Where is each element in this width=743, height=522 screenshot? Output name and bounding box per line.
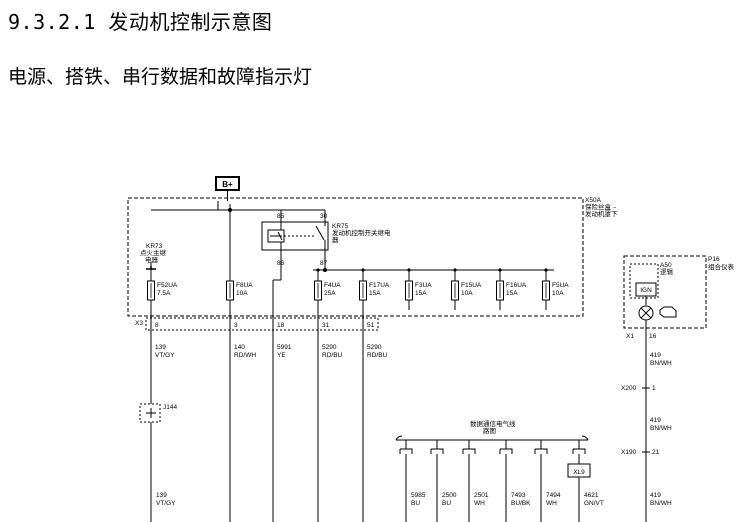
data-comm-name2: 路图 xyxy=(483,426,496,435)
right-wire-circuit: 419 xyxy=(650,417,661,424)
fuse-rating: 10A xyxy=(461,290,473,297)
cluster-sub-name: 逻辑 xyxy=(660,267,674,276)
cluster-name: 组合仪表 xyxy=(708,262,735,271)
wire-color: VT/GY xyxy=(155,352,175,359)
fuse-group: F52UA7.5AF8UA10AF4UA25AF17UA15AF3UA15AF1… xyxy=(147,262,569,310)
data-connector xyxy=(572,448,586,454)
data-wire-circuit: 5985 xyxy=(411,492,426,499)
fuse-id: F4UA xyxy=(324,282,341,289)
data-wire-color: WH xyxy=(546,500,557,507)
relay-ignition-name2: 电器 xyxy=(145,255,159,264)
cluster-ign: IGN xyxy=(640,287,652,294)
connector-x3 xyxy=(145,317,379,331)
wire-circuit: 5991 xyxy=(277,344,292,351)
fuse-rating: 10A xyxy=(236,290,248,297)
right-wire-color: BN/WH xyxy=(650,360,672,367)
fuse-rating: 25A xyxy=(324,290,336,297)
underhood-fuse-box xyxy=(127,197,584,317)
fuse-rating: 15A xyxy=(506,290,518,297)
data-comm-name: 数据通信电气线 xyxy=(470,419,516,428)
wire-circuit: 140 xyxy=(234,344,245,351)
battery-label: B+ xyxy=(222,180,233,189)
wire-circuit: 5290 xyxy=(322,344,337,351)
relay-ecm-pin87: 87 xyxy=(320,260,328,267)
xl9-label: XL9 xyxy=(573,469,585,476)
fuse-id: F52UA xyxy=(157,282,178,289)
connector-x190-id: X190 xyxy=(621,449,637,456)
cluster-sub-id: A50 xyxy=(660,262,672,269)
section-title: 9.3.2.1 发动机控制示意图 xyxy=(8,10,273,34)
connector-x3-pin: 31 xyxy=(322,322,330,329)
data-wire-color: BU xyxy=(411,500,420,507)
relay-ecm-name2: 器 xyxy=(332,236,339,244)
wire-circuit: 5290 xyxy=(367,344,382,351)
right-wire-circuit: 419 xyxy=(650,352,661,359)
fuse-id: F8UA xyxy=(236,282,253,289)
wire-circuit: 139 xyxy=(155,344,166,351)
underhood-box-id: X50A xyxy=(585,197,602,204)
data-wire-circuit: 7494 xyxy=(546,492,561,499)
fuse-id: F3UA xyxy=(415,282,432,289)
underhood-box-name: 保险丝盒 – xyxy=(585,202,616,211)
right-wire-circuit: 419 xyxy=(650,492,661,499)
fuse-id: F16UA xyxy=(506,282,527,289)
connector-x3-pin: 8 xyxy=(155,322,159,329)
relay-ecm-name: 发动机控制开关继电 xyxy=(332,228,391,237)
fuse-rating: 15A xyxy=(415,290,427,297)
subsection-title: 电源、搭铁、串行数据和故障指示灯 xyxy=(8,66,313,88)
connector-x1-id: X1 xyxy=(626,333,634,340)
fuse-rating: 15A xyxy=(369,290,381,297)
connector-x200-pin: 1 xyxy=(652,385,656,392)
wire-lower-left-circuit: 139 xyxy=(156,492,167,499)
data-connector xyxy=(462,448,476,454)
connector-x3-id: X3 xyxy=(135,320,143,327)
data-connector xyxy=(430,448,444,454)
wire-color: RD/BU xyxy=(367,352,388,359)
fuse-rating: 7.5A xyxy=(157,290,171,297)
connector-x1-pin: 16 xyxy=(649,333,657,340)
instrument-cluster xyxy=(623,255,707,329)
wire-color: YE xyxy=(277,352,286,359)
data-wire-circuit: 7493 xyxy=(511,492,526,499)
relay-ecm-pin86: 86 xyxy=(277,260,285,267)
connector-x200-id: X200 xyxy=(621,385,637,392)
data-wire-color: BU/BK xyxy=(511,500,531,507)
connector-x190-pin: 21 xyxy=(652,449,660,456)
fuse-rating: 10A xyxy=(552,290,564,297)
data-connector xyxy=(499,448,513,454)
wire-lower-left-color: VT/GY xyxy=(156,500,176,507)
data-wire-circuit: 2500 xyxy=(442,492,457,499)
wire-color: RD/BU xyxy=(322,352,343,359)
relay-ecm-pin85: 85 xyxy=(277,213,285,220)
relay-ecm xyxy=(261,221,329,251)
relay-ecm-id: KR75 xyxy=(332,223,349,230)
right-wire-color: BN/WH xyxy=(650,425,672,432)
data-wire-circuit: 4621 xyxy=(584,492,599,499)
relay-ecm-pin30: 30 xyxy=(320,213,328,220)
xl9-box xyxy=(567,463,591,478)
data-connector xyxy=(399,448,413,454)
wire-color: RD/WH xyxy=(234,352,256,359)
engine-icon xyxy=(659,306,677,318)
fuse-id: F5UA xyxy=(552,282,569,289)
cluster-id: P16 xyxy=(708,256,720,263)
splice-j144-id: J144 xyxy=(163,404,177,411)
relay-ignition-id: KR73 xyxy=(146,243,163,250)
connector-x3-pin: 3 xyxy=(234,322,238,329)
data-connector xyxy=(534,448,548,454)
right-wire-color: BN/WH xyxy=(650,500,672,507)
underhood-box-name2: 发动机罩下 xyxy=(585,209,618,218)
data-wire-circuit: 2501 xyxy=(474,492,489,499)
connector-x3-pin: 51 xyxy=(367,322,375,329)
data-wire-color: GN/VT xyxy=(584,500,604,507)
data-wire-color: WH xyxy=(474,500,485,507)
connector-x3-pin: 18 xyxy=(277,322,285,329)
fuse-id: F17UA xyxy=(369,282,390,289)
fuse-id: F15UA xyxy=(461,282,482,289)
relay-ignition-name: 点火主继 xyxy=(140,248,167,257)
data-wire-color: BU xyxy=(442,500,451,507)
